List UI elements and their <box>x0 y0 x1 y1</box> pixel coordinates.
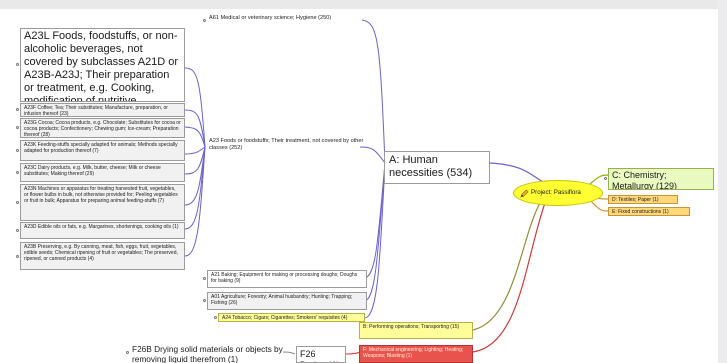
node-f-mechanical[interactable]: F: Mechanical engineering; Lighting; Hea… <box>359 345 473 363</box>
link-a-a01 <box>364 162 386 302</box>
link-a23-a23l <box>184 67 206 148</box>
central-topic-label: Project: Passiflora <box>531 189 581 196</box>
node-f26b[interactable]: F26B Drying solid materials or objects b… <box>132 344 283 363</box>
node-c-chemistry[interactable]: C: Chemistry; Metallurgy (129) <box>608 168 714 190</box>
collapse-handle-c[interactable] <box>604 177 607 180</box>
link-central-b <box>472 202 541 331</box>
node-a23b[interactable]: A23B Preserving, e.g. By canning, meat, … <box>20 242 185 270</box>
collapse-handle-a01[interactable] <box>203 299 206 302</box>
collapse-handle-a23l[interactable] <box>16 63 19 66</box>
node-a23k[interactable]: A23K Feeding-stuffs specially adapted fo… <box>20 140 185 161</box>
top-scroll-strip <box>0 0 727 9</box>
node-a24[interactable]: A24 Tobacco; Cigars; Cigarettes; Smokers… <box>218 313 365 322</box>
collapse-handle-a23d[interactable] <box>16 229 19 232</box>
node-a23[interactable]: A23 Foods or foodstuffs; Their treatment… <box>209 138 364 151</box>
node-a01[interactable]: A01 Agriculture; Forestry; Animal husban… <box>207 292 367 310</box>
link-central-c <box>589 174 609 185</box>
central-topic[interactable]: Project: Passiflora <box>513 180 603 206</box>
collapse-handle-a61[interactable] <box>203 19 206 22</box>
link-f26-f26b <box>282 351 296 355</box>
link-a23-a23c <box>184 146 206 175</box>
collapse-handle-a23g[interactable] <box>16 126 19 129</box>
link-a23-a23k <box>184 146 206 155</box>
link-central-f <box>472 202 546 353</box>
link-f-f26 <box>344 351 361 355</box>
node-a23d[interactable]: A23D Edible oils or fats, e.g. Margarine… <box>20 222 185 239</box>
node-a23f[interactable]: A23F Coffee; Tea; Their substitutes; Man… <box>20 103 185 117</box>
collapse-handle-a23c[interactable] <box>16 171 19 174</box>
node-b-performing[interactable]: B: Performing operations; Transporting (… <box>359 322 473 339</box>
collapse-handle-a21[interactable] <box>203 277 206 280</box>
collapse-handle-f26b[interactable] <box>126 351 129 354</box>
collapse-handle-a23n[interactable] <box>16 201 19 204</box>
collapse-handle-a24[interactable] <box>214 316 217 319</box>
link-a-a24 <box>364 162 386 319</box>
link-central-e <box>589 199 609 212</box>
node-a23g[interactable]: A23G Cocoa; Cocoa products, e.g. Chocola… <box>20 118 185 138</box>
collapse-handle-a23f[interactable] <box>16 108 19 111</box>
node-a61[interactable]: A61 Medical or veterinary science; Hygie… <box>209 15 332 21</box>
right-scroll-strip <box>718 0 727 363</box>
node-a23c[interactable]: A23C Dairy products, e.g. Milk, butter, … <box>20 163 185 182</box>
node-a-human[interactable]: A: Human necessities (534) <box>384 151 490 184</box>
pencil-icon <box>520 189 529 198</box>
link-central-a <box>489 162 546 184</box>
node-a21[interactable]: A21 Baking; Equipment for making or proc… <box>207 270 367 288</box>
link-a-a23 <box>359 146 386 164</box>
node-d-textiles[interactable]: D: Textiles; Paper (1) <box>608 195 678 204</box>
link-a23-a23f <box>184 109 206 148</box>
node-e-fixed[interactable]: E: Fixed constructions (1) <box>608 207 690 216</box>
node-f26[interactable]: F26 Drying (1) <box>296 346 346 363</box>
link-a23-a23g <box>184 126 206 148</box>
link-a23-a23b <box>184 146 206 257</box>
node-a23l[interactable]: A23L Foods, foodstuffs, or non-alcoholic… <box>20 28 185 102</box>
collapse-handle-a23b[interactable] <box>16 255 19 258</box>
collapse-handle-a23k[interactable] <box>16 149 19 152</box>
link-a-a61 <box>361 19 386 164</box>
node-a23n[interactable]: A23N Machines or apparatus for treating … <box>20 184 185 221</box>
